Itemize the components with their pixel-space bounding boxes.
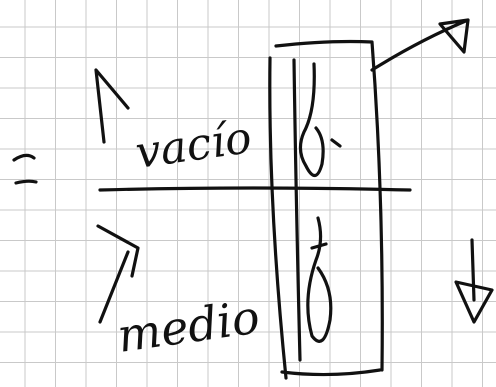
fraction-line [98,186,412,192]
bottom-word: medio [114,290,263,363]
arrow-up-right [370,18,470,72]
top-eth-glyph [298,62,342,178]
column-divider [292,58,302,362]
arrow-down-right [454,238,494,324]
arrow-bottom-left [96,224,140,324]
column-box [268,39,384,380]
bottom-eth-glyph [306,216,333,343]
top-word: vacío [132,112,254,179]
arrow-top-left [94,68,130,144]
equals-mark [12,153,38,185]
